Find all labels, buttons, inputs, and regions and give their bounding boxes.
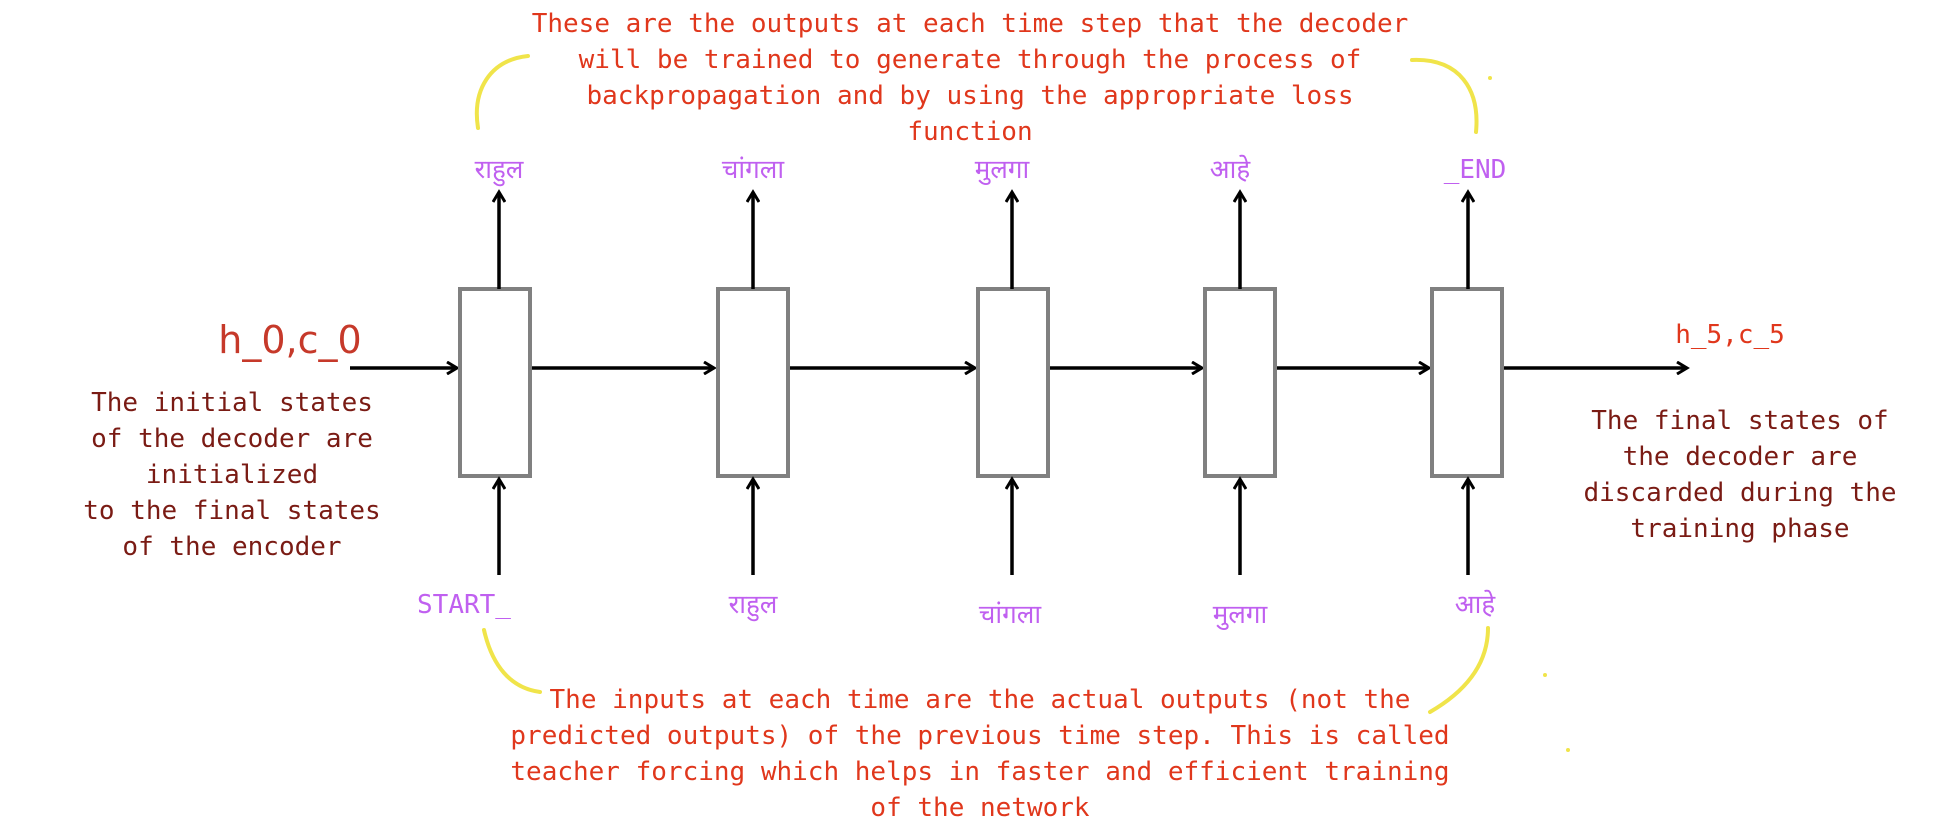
output-token-3: मुलगा [974,155,1030,185]
bottom-left-bracket [482,628,542,694]
output-token-5: _END [1443,155,1507,185]
decoder-cell-1 [458,193,532,575]
yellow-dot [1543,673,1547,677]
yellow-dot [1488,76,1492,80]
initial-state-explanation: The initial states of the decoder are in… [83,388,381,562]
output-token-2: चांगला [721,155,785,185]
bottom-annotation: The inputs at each time are the actual o… [510,685,1450,823]
output-token-1: राहुल [474,155,524,185]
final-state-explanation: The final states of the decoder are disc… [1583,406,1897,544]
top-annotation: These are the outputs at each time step … [531,9,1409,147]
decoder-cell-2 [716,193,790,575]
yellow-dot [1566,748,1570,752]
bottom-right-bracket [1428,626,1490,714]
top-right-bracket [1410,57,1479,134]
input-token-4: मुलगा [1212,600,1268,630]
decoder-cell-5 [1430,193,1504,575]
final-state-label: h_5,c_5 [1675,320,1785,350]
input-token-3: चांगला [978,600,1042,630]
initial-state-label: h_0,c_0 [218,318,362,362]
input-token-2: राहुल [728,590,778,620]
decoder-cell-3 [976,193,1050,575]
output-token-4: आहे [1209,155,1251,185]
top-left-bracket [474,54,530,130]
input-token-1: START_ [417,590,511,620]
input-token-5: आहे [1454,590,1496,620]
decoder-cell-4 [1203,193,1277,575]
